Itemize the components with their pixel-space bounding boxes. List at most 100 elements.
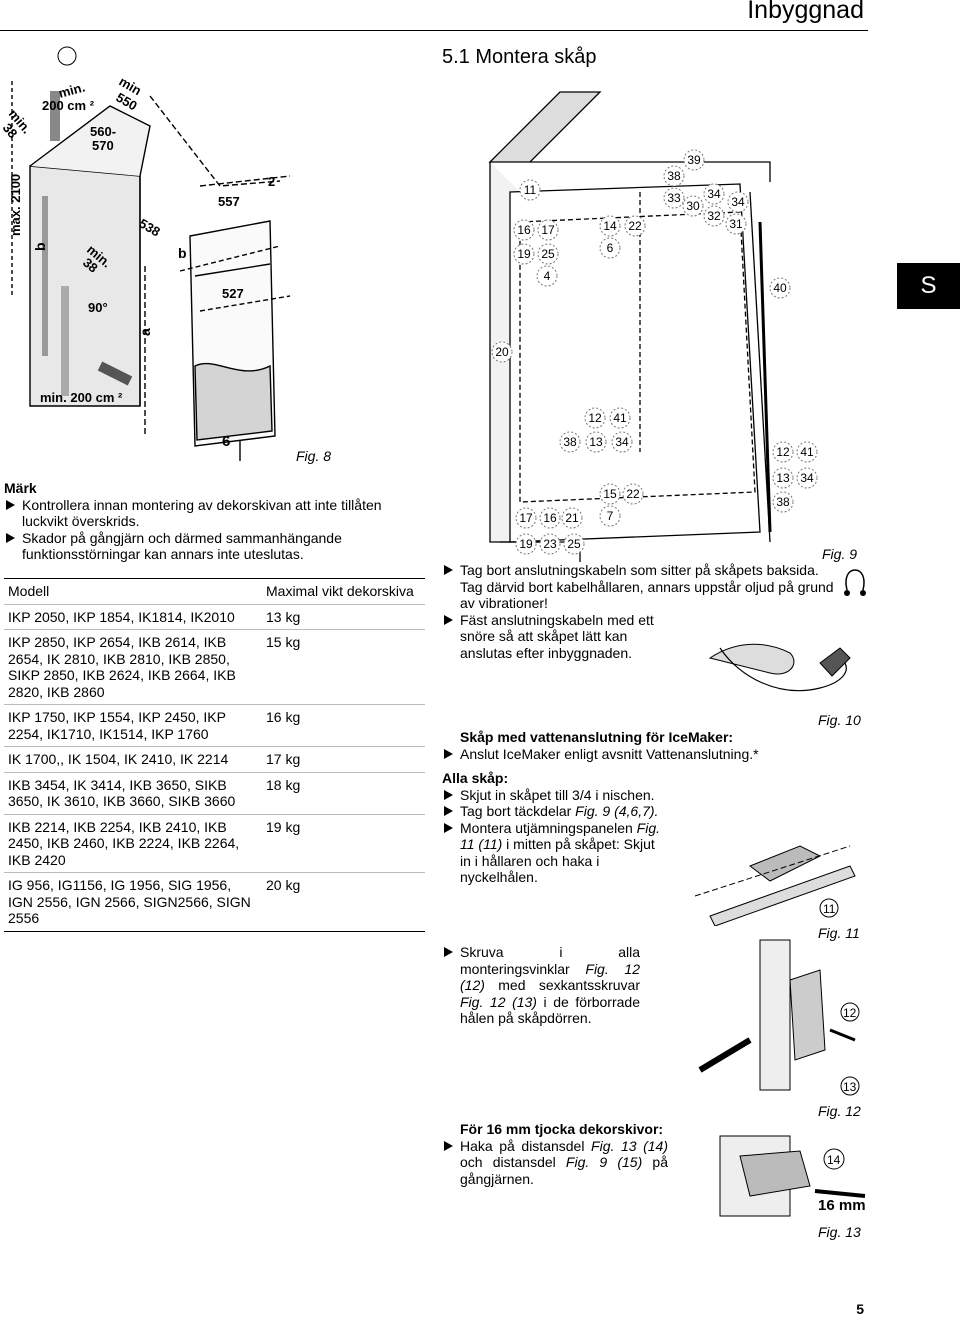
thick-panel-heading: För 16 mm tjocka dekorskivor: [460, 1121, 664, 1137]
fig9-callout: 41 [800, 445, 814, 459]
fig9-callout-circle [624, 215, 646, 237]
all-bullet-1: Skjut in skåpet till 3/4 i nischen. [442, 787, 682, 804]
fig9-callout: 41 [613, 411, 627, 425]
fig9-callout-circle [703, 205, 725, 227]
thick-text-2: och distansdel [460, 1154, 566, 1170]
table-row: IKB 3454, IK 3414, IKB 3650, SIKB 3650, … [4, 772, 425, 815]
fig9-callout: 22 [626, 487, 640, 501]
fig9-callout-circle [622, 483, 644, 505]
fig11-panel-drawing: 11 [694, 845, 856, 926]
fig11-callout: 11 [823, 902, 836, 916]
fig9-callout: 16 [517, 223, 531, 237]
note-heading: Märk [4, 480, 37, 496]
fig9-callout-circle [682, 195, 704, 217]
svg-text:2: 2 [268, 174, 275, 189]
fig9-callout: 13 [776, 471, 790, 485]
fig13-label: Fig. 13 [818, 1224, 861, 1240]
fig10-cable-drawing [708, 643, 851, 692]
thick-panel-bullet: Haka på distansdel Fig. 13 (14) och dist… [442, 1138, 668, 1188]
fig9-callout-circle [515, 533, 537, 555]
screw-text-2: med sexkantsskruvar [484, 977, 640, 993]
table-row: IG 956, IG1156, IG 1956, SIG 1956, IGN 2… [4, 872, 425, 932]
fig9-callout-circle [796, 441, 818, 463]
fig9-callout-circle [609, 407, 631, 429]
table-row: IKB 2214, IKB 2254, IKB 2410, IKB 2450, … [4, 814, 425, 873]
fig9-callout: 34 [707, 187, 721, 201]
screw-text-3: i de förborrade hålen på skåpdörren. [460, 993, 640, 1027]
fig9-callout-circle [663, 165, 685, 187]
table-cell-weight: 13 kg [262, 604, 425, 630]
fig8-label: Fig. 8 [296, 448, 332, 464]
cable-bullet-1: Tag bort anslutningskabeln som sitter på… [442, 562, 838, 612]
fig9-callout: 6 [607, 241, 614, 255]
fig8-dim-1: min. [57, 79, 87, 100]
fig-ref: Fig. 9 (4,6,7). [575, 803, 659, 819]
table-cell-weight: 15 kg [262, 629, 425, 705]
svg-text:557: 557 [218, 194, 240, 209]
fig-ref: Fig. 11 (11) [460, 819, 661, 853]
fig-ref: Fig. 13 (14) [591, 1137, 668, 1154]
table-cell-model: IG 956, IG1156, IG 1956, SIG 1956, IGN 2… [4, 872, 262, 932]
fig9-callout-circle [599, 505, 621, 527]
fig10-label: Fig. 10 [818, 712, 861, 728]
icemaker-block: Skåp med vattenanslutning för IceMaker: … [442, 729, 842, 762]
table-cell-model: IK 1700,, IK 1504, IK 2410, IK 2214 [4, 746, 262, 773]
fig8-dim-2: 200 cm ² [42, 98, 95, 113]
fig9-callout-circle [561, 507, 583, 529]
fig9-callout-circle [513, 243, 535, 265]
fig12-hinge-drawing: 12 13 [698, 939, 860, 1096]
fig9-callout: 7 [607, 509, 614, 523]
fig12-callout-2: 13 [843, 1080, 857, 1094]
fig9-callout: 38 [563, 435, 577, 449]
thick-panel-block: För 16 mm tjocka dekorskivor: Haka på di… [442, 1121, 668, 1187]
fig9-callout: 13 [589, 435, 603, 449]
fig9-callout: 11 [524, 183, 537, 197]
fig9-callout: 33 [667, 191, 681, 205]
note-bullet-2: Skador på gångjärn och därmed sammanhäng… [4, 530, 424, 563]
all-cabinets-heading: Alla skåp: [442, 770, 509, 786]
fig9-callout-circle [725, 213, 747, 235]
fig9-callout-circle [772, 491, 794, 513]
fig9-callout: 38 [776, 495, 790, 509]
svg-text:b: b [178, 245, 187, 261]
fig9-callout-circle [491, 341, 513, 363]
svg-text:min. 200 cm ²: min. 200 cm ² [40, 390, 123, 405]
all-bullet-3-text: Montera utjämningspanelen [460, 819, 637, 836]
note-block: Märk Kontrollera innan montering av deko… [4, 480, 424, 563]
fig13-spacer-drawing: 14 16 mm [719, 1135, 866, 1217]
table-cell-model: IKB 2214, IKB 2254, IKB 2410, IKB 2450, … [4, 814, 262, 873]
table-cell-weight: 19 kg [262, 814, 425, 873]
fig9-callout-circle [537, 219, 559, 241]
fig9-callout: 4 [544, 269, 551, 283]
fig9-callout: 19 [519, 537, 533, 551]
fig13-callout-1: 14 [827, 1153, 841, 1167]
fig9-callout-circle [584, 407, 606, 429]
fig9-callout-circle [769, 277, 791, 299]
svg-text:a: a [137, 328, 153, 336]
table-cell-model: IKB 3454, IK 3414, IKB 3650, SIKB 3650, … [4, 772, 262, 815]
language-tab: S [897, 263, 960, 309]
icemaker-bullet: Anslut IceMaker enligt avsnitt Vattenans… [442, 746, 842, 763]
table-cell-weight: 17 kg [262, 746, 425, 773]
fig9-label: Fig. 9 [822, 546, 858, 562]
fig9-callout-circle [772, 441, 794, 463]
fig11-label: Fig. 11 [818, 925, 860, 941]
fig9-callout-circle [585, 431, 607, 453]
fig9-callout-circle [537, 243, 559, 265]
section-title: 5.1 Montera skåp [442, 46, 597, 68]
table-cell-weight: 20 kg [262, 872, 425, 932]
svg-text:570: 570 [92, 138, 114, 153]
icemaker-heading: Skåp med vattenanslutning för IceMaker: [460, 729, 734, 745]
fig9-callout: 12 [588, 411, 602, 425]
table-row: IKP 1750, IKP 1554, IKP 2450, IKP 2254, … [4, 704, 425, 747]
fig9-callout: 19 [517, 247, 531, 261]
fig9-callout-circle [727, 191, 749, 213]
fig9-callout-circle [683, 149, 705, 171]
table-header-row: Modell Maximal vikt dekorskiva [4, 578, 425, 605]
table-header-model: Modell [4, 578, 262, 605]
fig9-callout: 17 [541, 223, 555, 237]
fig9-callout: 34 [800, 471, 814, 485]
